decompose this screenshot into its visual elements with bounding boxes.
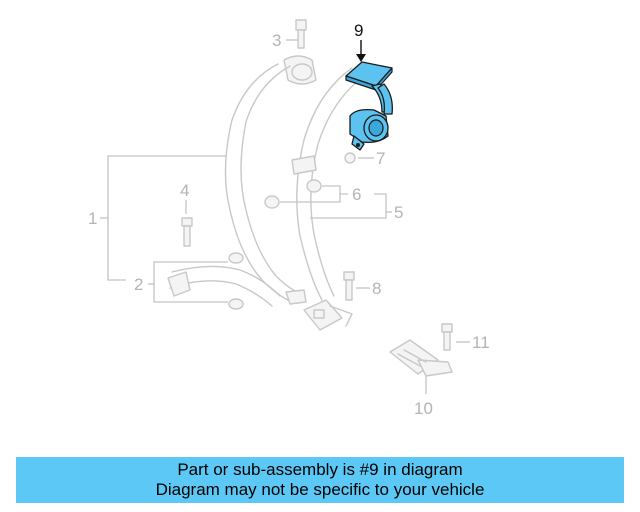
banner-line-2: Diagram may not be specific to your vehi… bbox=[155, 480, 485, 499]
left-belt-assembly bbox=[167, 55, 317, 310]
right-belt-assembly bbox=[291, 67, 365, 331]
callout-10: 10 bbox=[414, 399, 433, 418]
callout-3: 3 bbox=[272, 31, 281, 50]
callout-11: 11 bbox=[472, 333, 490, 352]
callout-8: 8 bbox=[372, 279, 381, 298]
callout-2: 2 bbox=[134, 275, 143, 294]
highlighted-part-9 bbox=[345, 40, 393, 151]
info-banner: Part or sub-assembly is #9 in diagram Di… bbox=[16, 457, 624, 503]
callout-4: 4 bbox=[180, 181, 189, 200]
banner-line-1: Part or sub-assembly is #9 in diagram bbox=[177, 460, 463, 479]
leader-lines bbox=[100, 39, 470, 394]
parts-diagram: 1 2 3 4 5 6 7 8 9 10 11 bbox=[88, 19, 490, 418]
callout-7: 7 bbox=[376, 149, 385, 168]
callout-9: 9 bbox=[354, 21, 363, 40]
callout-1: 1 bbox=[88, 209, 97, 228]
callout-5: 5 bbox=[394, 203, 403, 222]
hardware-parts bbox=[181, 19, 453, 377]
callout-6: 6 bbox=[352, 185, 361, 204]
callout-labels: 1 2 3 4 5 6 7 8 9 10 11 bbox=[88, 21, 490, 418]
